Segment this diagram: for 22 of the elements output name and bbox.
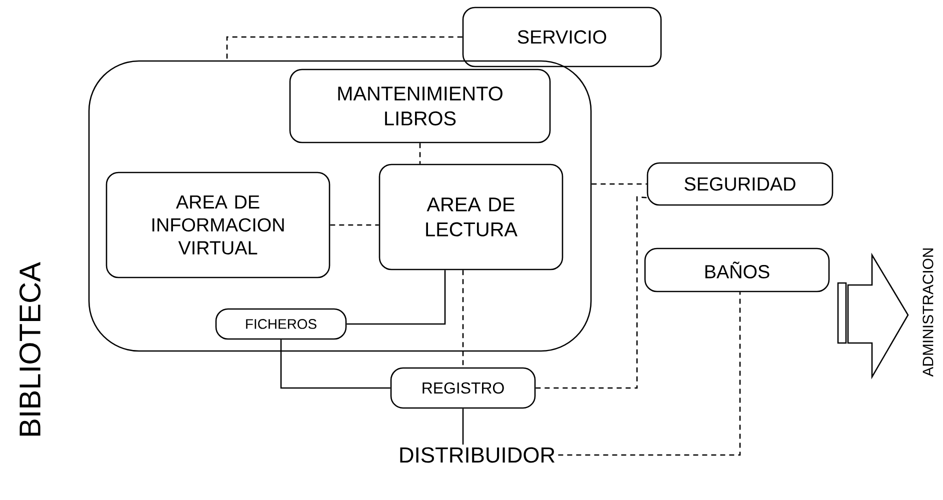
process-box: SERVICIO	[462, 6, 662, 68]
process-box: SEGURIDAD	[646, 162, 834, 206]
connector-line	[330, 224, 379, 226]
block-arrow	[837, 252, 909, 380]
process-box: AREA DE LECTURA	[378, 164, 564, 270]
connector-line	[462, 408, 464, 445]
connector-line	[280, 340, 390, 389]
connector-line	[558, 292, 741, 456]
connector-line	[536, 196, 647, 389]
connector-line	[346, 270, 446, 325]
process-box: FICHEROS	[215, 308, 347, 340]
process-box: BAÑOS	[644, 248, 830, 292]
connector-line	[226, 36, 462, 60]
process-box: AREA DE INFORMACION VIRTUAL	[106, 172, 330, 278]
area-title: BIBLIOTECA	[19, 262, 41, 436]
node-label: ADMINISTRACION	[922, 248, 934, 377]
node-label: DISTRIBUIDOR	[400, 447, 555, 463]
connector-line	[419, 143, 421, 164]
connector-line	[592, 183, 647, 185]
connector-line	[462, 270, 464, 368]
process-box: REGISTRO	[390, 367, 536, 409]
process-box: MANTENIMIENTO LIBROS	[289, 68, 551, 144]
